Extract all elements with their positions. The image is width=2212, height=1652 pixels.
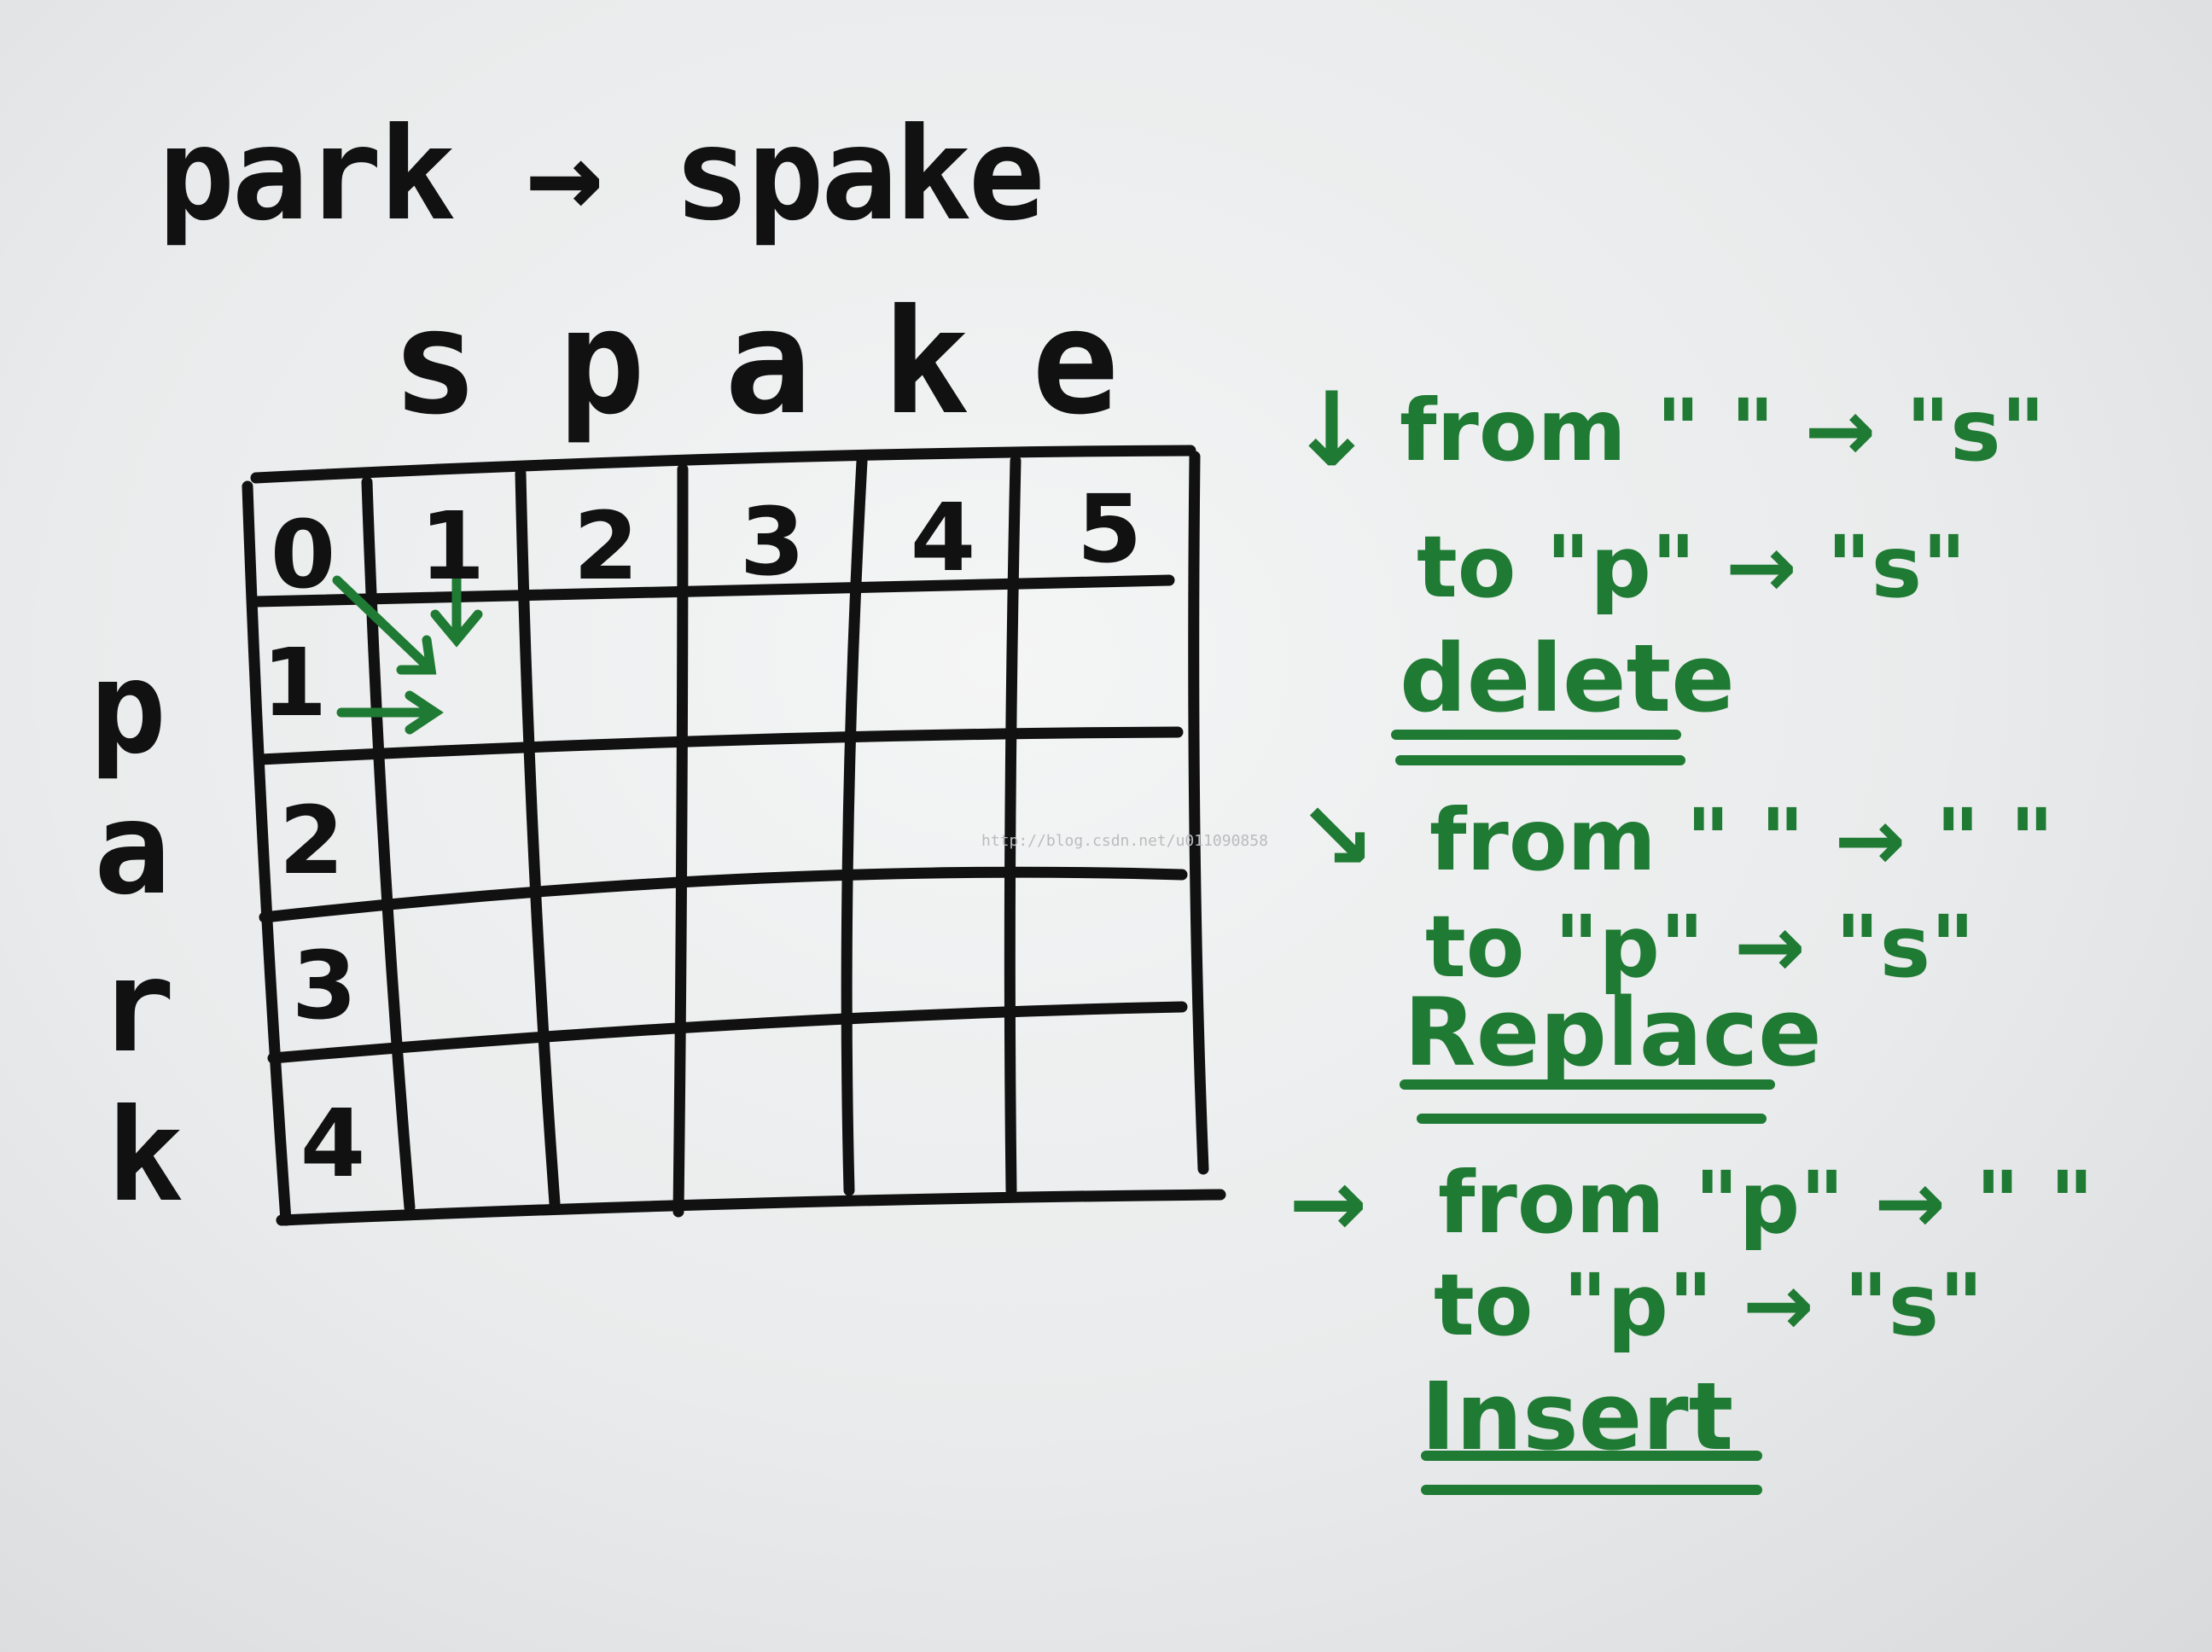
underline [1400,1079,1775,1090]
column-letter-s: s [391,278,480,447]
row-cell: 1 [261,628,328,737]
operation-insert: Insert [1421,1362,1734,1471]
note-from-line: from "p" → " " [1438,1153,2094,1253]
header-cell: 3 [739,487,806,596]
note-arrow-icon: ↘ [1297,782,1377,891]
grid-line [267,1001,1188,1064]
header-cell: 4 [910,483,976,592]
header-cell: 0 [270,500,336,609]
row-cell: 3 [291,931,358,1040]
row-letter-r: r [97,933,176,1081]
column-letter-k: k [882,278,970,447]
grid-line [1004,455,1022,1196]
column-letter-e: e [1031,278,1120,447]
note-arrow-icon: → [1289,1149,1368,1258]
grid-line [515,468,561,1209]
grid-line [250,445,1196,484]
column-letter-a: a [724,278,812,447]
row-cell: 2 [278,786,345,895]
underline [1395,755,1685,765]
underline [1421,1485,1762,1495]
diagonal-arrow-icon [396,635,437,675]
note-to-line: to "p" → "s" [1425,897,1976,997]
grid-line [841,455,868,1196]
grid-line [1188,451,1209,1175]
note-to-line: to "p" → "s" [1417,517,1967,617]
header-cell: 5 [1076,474,1143,584]
note-arrow-icon: ↓ [1289,371,1375,490]
watermark: http://blog.csdn.net/u011090858 [981,832,1268,850]
row-letter-k: k [106,1082,184,1230]
underline [1417,1114,1767,1124]
operation-delete: delete [1400,624,1735,733]
header-cell: 2 [573,492,639,601]
row-cell: 4 [300,1089,366,1198]
diagonal-arrow-icon [332,575,432,671]
grid-line [672,463,689,1218]
note-from-line: from " " → "s" [1400,381,2046,480]
underline [1391,730,1681,740]
grid-line [242,480,292,1226]
grid-line [361,476,416,1213]
operation-replace: Replace [1404,978,1822,1087]
note-from-line: from " " → " " [1429,790,2054,890]
row-letter-a: a [93,775,172,923]
header-cell: 1 [419,492,486,601]
grid-line [259,866,1188,923]
down-arrow-icon [430,609,483,648]
note-to-line: to "p" → "s" [1434,1255,1984,1355]
grid-line [250,574,1175,608]
underline [1421,1451,1762,1461]
row-letter-p: p [89,634,167,782]
grid-line [254,726,1184,765]
title: park → spake [158,101,1045,249]
right-arrow-icon [405,690,444,735]
grid-line [276,1189,1226,1226]
column-letter-p: p [557,278,646,447]
